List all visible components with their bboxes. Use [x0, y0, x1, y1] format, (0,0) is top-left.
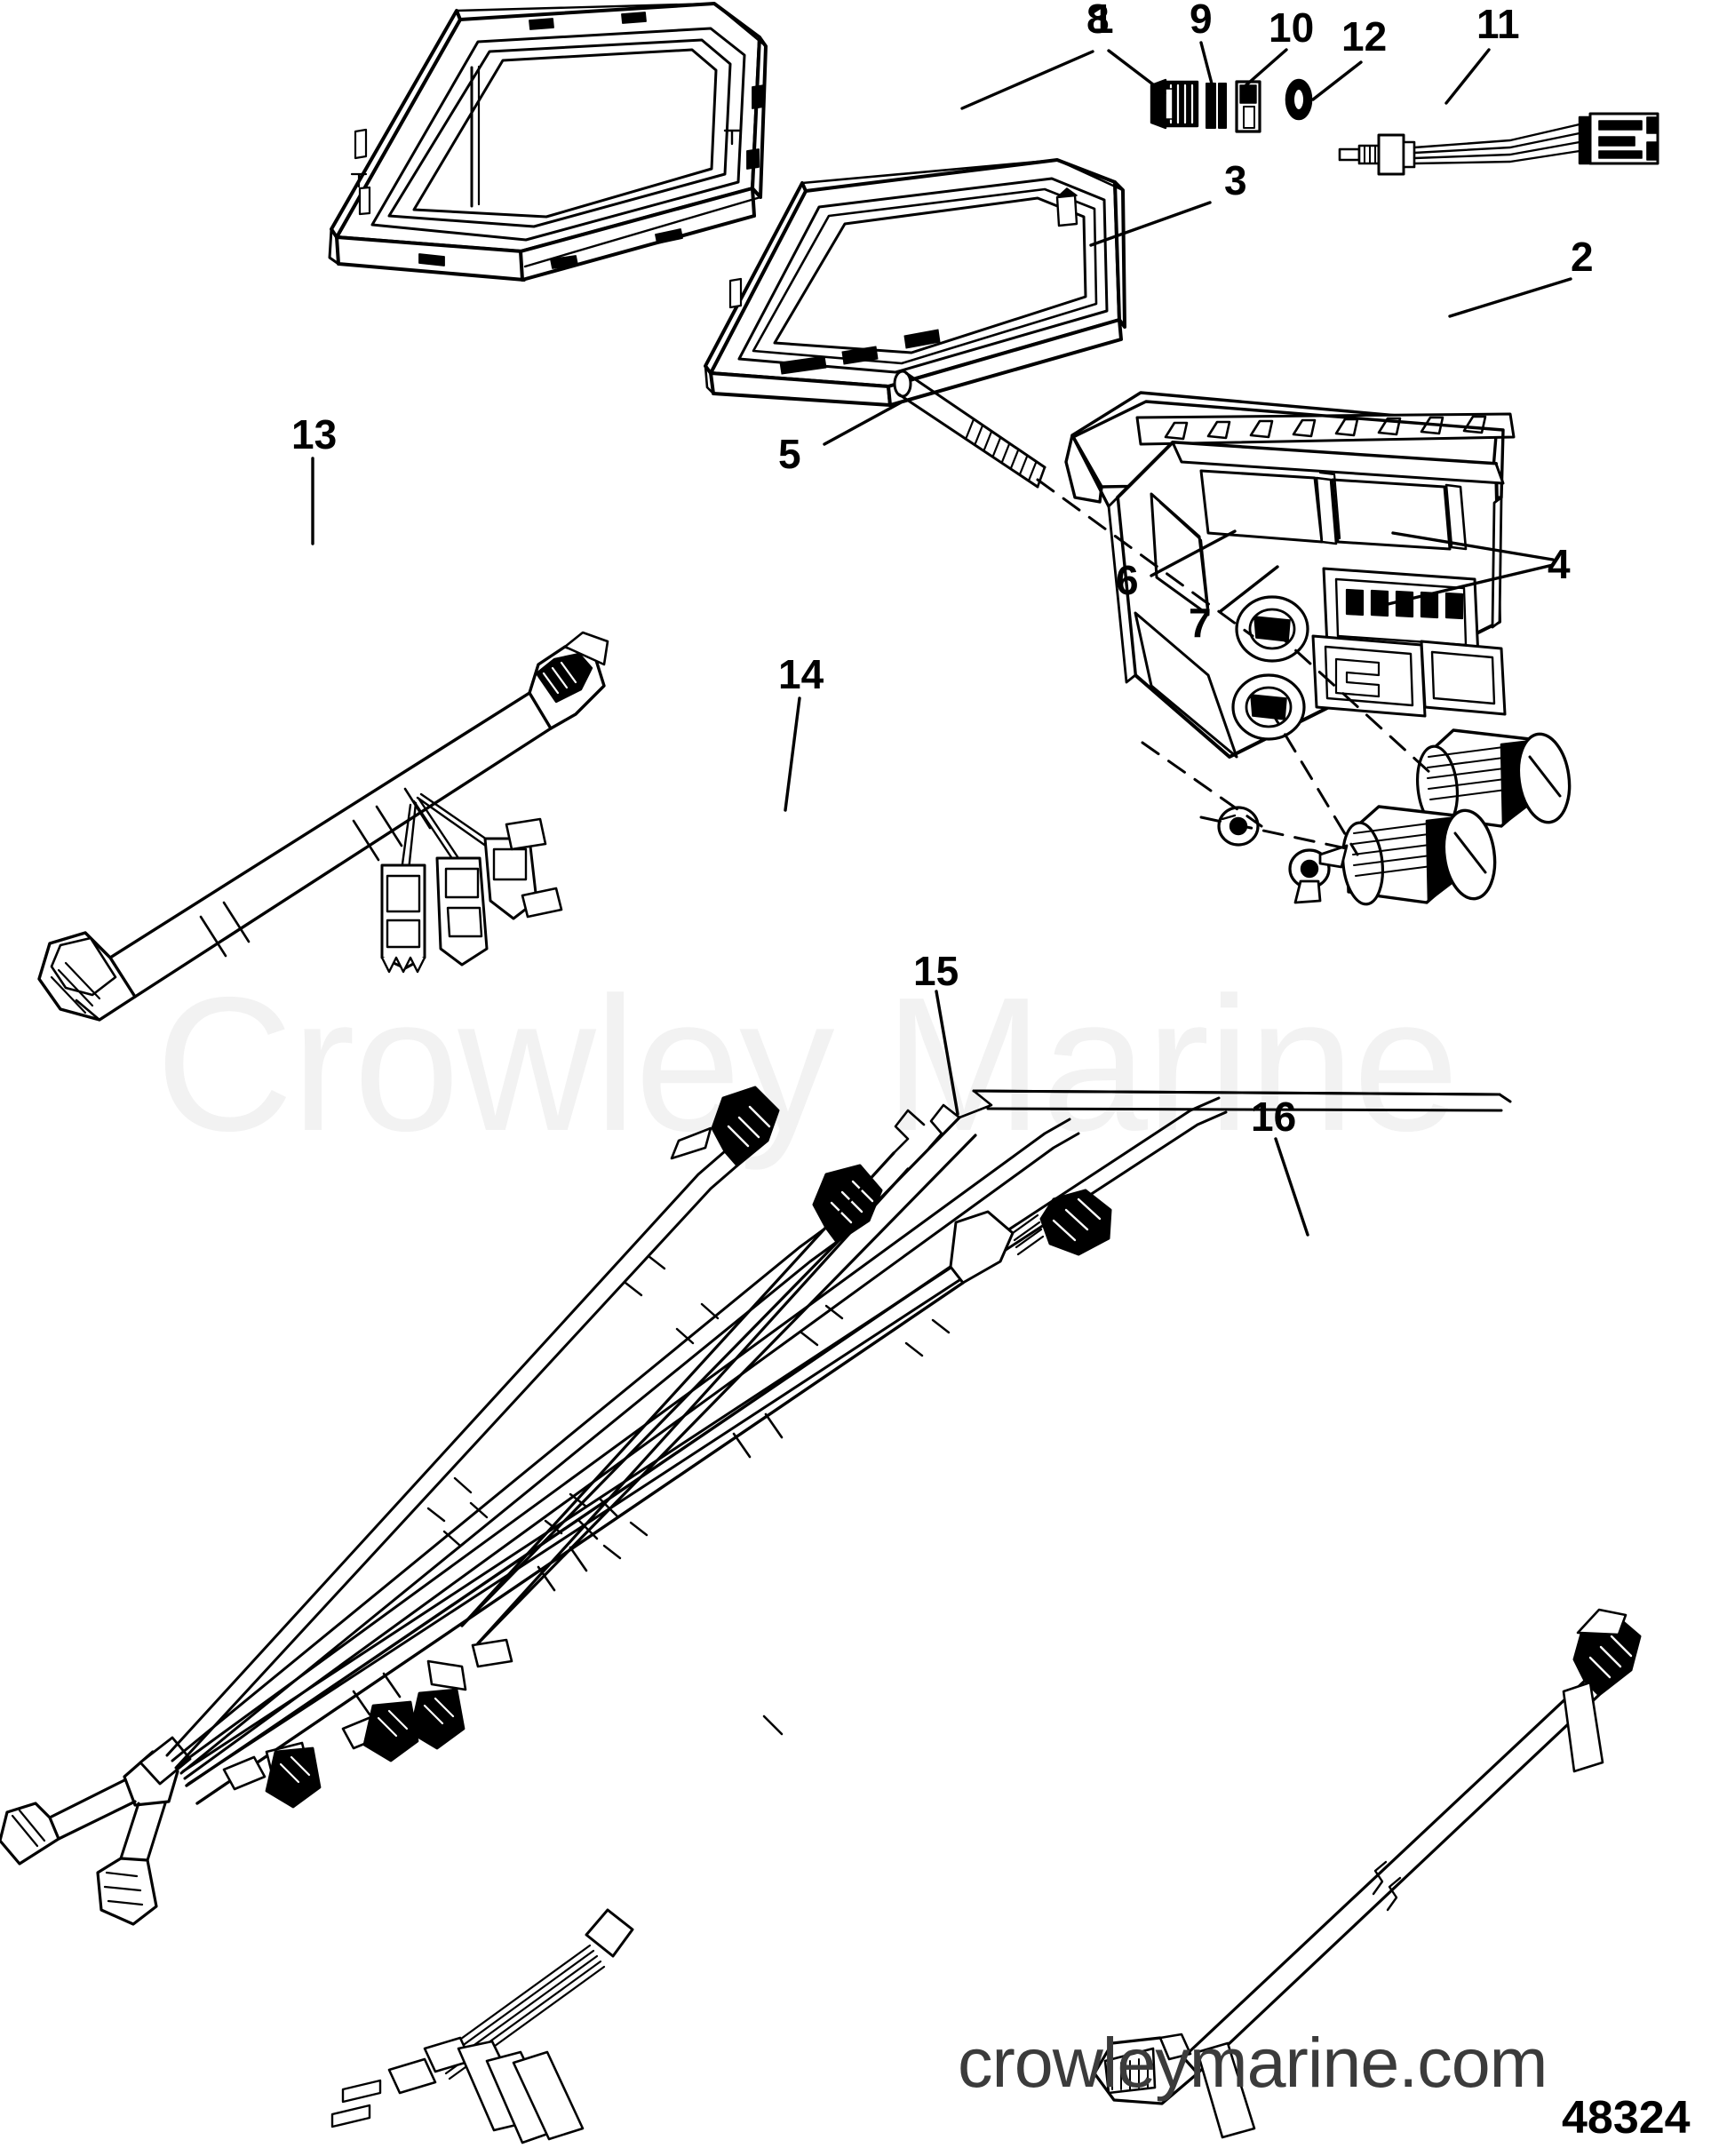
leader-10 [1240, 48, 1288, 91]
leader-5 [823, 400, 904, 446]
callout-11: 11 [1476, 1, 1520, 47]
callout-leader-lines [311, 41, 1572, 1237]
part-1-display-bezel-front [328, 2, 768, 282]
callout-13: 13 [291, 411, 338, 457]
part-15-extension-cable [330, 1089, 1512, 2144]
callout-3: 3 [1224, 157, 1247, 203]
callout-1: 1 [1091, 0, 1114, 42]
part-3-display-bezel-rear [704, 158, 1126, 407]
callout-6: 6 [1116, 557, 1139, 603]
part-8-threaded-collar-nut [1150, 78, 1199, 130]
callout-12: 12 [1341, 13, 1388, 60]
leader-12 [1311, 60, 1363, 101]
leader-11 [1444, 48, 1491, 105]
leader-3 [1089, 201, 1212, 247]
part-5-mounting-stud-screw [893, 370, 1046, 489]
callout-14: 14 [778, 651, 824, 697]
part-12-o-ring-seal [1285, 78, 1313, 121]
assembly-axis-lines [1036, 478, 1432, 856]
leader-1 [960, 50, 1094, 110]
callout-10: 10 [1269, 4, 1315, 51]
part-16-extension-cable [1093, 1608, 1642, 2139]
callout-9: 9 [1190, 0, 1213, 42]
callout-5: 5 [778, 431, 801, 477]
callout-8: 8 [1086, 0, 1110, 42]
part-2-display-head-unit [1064, 391, 1516, 759]
part-13-wiring-harness [37, 631, 609, 1022]
leader-2 [1448, 277, 1572, 318]
part-11-adapter-cable-assembly [1338, 112, 1659, 176]
callout-2: 2 [1571, 234, 1594, 280]
part-9-washer-flat [1206, 83, 1227, 129]
callout-4: 4 [1548, 541, 1571, 587]
part-4-control-knob-lower [1341, 805, 1497, 906]
leader-4b [1379, 563, 1555, 608]
leader-15 [935, 990, 959, 1116]
footer-website-url: crowleymarine.com [958, 2023, 1548, 2102]
watermark: Crowley Marine [155, 957, 1459, 1171]
part-4-control-knob-upper [1415, 728, 1572, 830]
part-10-terminal-sleeve [1235, 80, 1261, 133]
leader-14 [784, 696, 801, 812]
leader-16 [1274, 1137, 1309, 1237]
leader-7 [1219, 565, 1279, 613]
leader-6 [1150, 529, 1237, 577]
part-14-wiring-harness [0, 1086, 1228, 1926]
callout-16: 16 [1251, 1094, 1297, 1140]
leader-9 [1199, 41, 1214, 89]
leader-8 [1107, 49, 1166, 95]
part-7-wing-nut [1288, 844, 1349, 904]
callout-15: 15 [913, 948, 959, 994]
callout-7: 7 [1189, 600, 1212, 646]
leader-4a [1391, 531, 1555, 561]
figure-number: 48324 [1562, 2092, 1691, 2144]
